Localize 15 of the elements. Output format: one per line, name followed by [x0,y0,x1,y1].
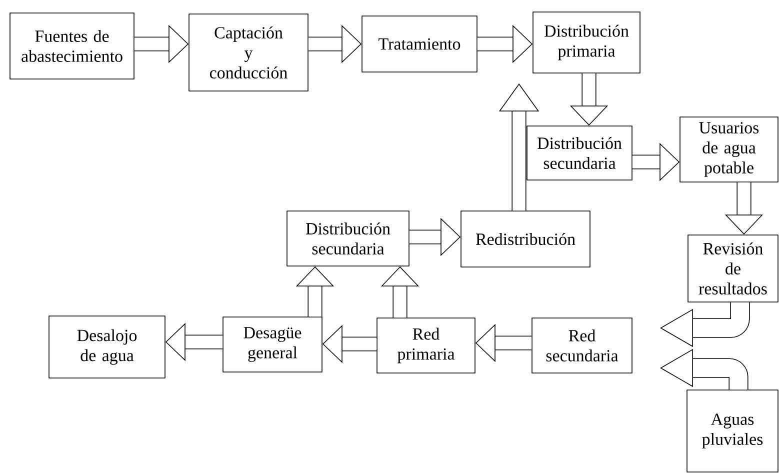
process-box: Distribución secundaria [286,210,410,266]
process-box: Tratamiento [362,16,478,72]
process-box: Aguas pluviales [686,390,778,472]
process-box: Desagüe general [222,316,322,372]
process-box: Distribución secundaria [526,126,632,180]
process-box: Fuentes de abastecimiento [10,12,134,80]
process-box: Distribución primaria [532,12,640,74]
block-arrow [660,302,750,348]
process-box: Redistribución [460,210,590,268]
process-box: Captación y conducción [188,14,308,92]
process-box: Red primaria [376,318,476,374]
process-box: Red secundaria [532,318,632,374]
process-box: Usuarios de agua potable [680,116,778,182]
process-box: Desalojo de agua [48,316,166,378]
process-box: Revisión de resultados [688,234,778,302]
